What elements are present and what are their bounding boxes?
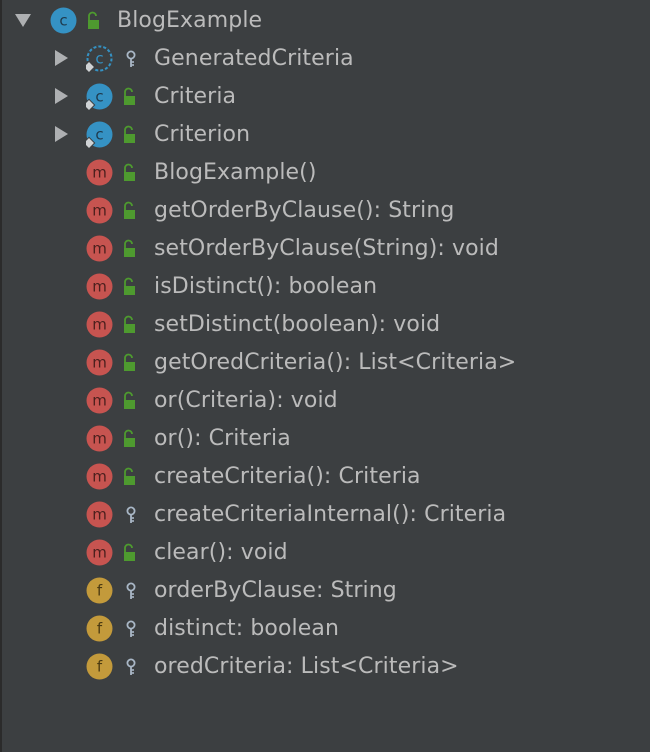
svg-text:c: c <box>59 12 67 30</box>
svg-text:m: m <box>92 278 107 296</box>
public-lock-icon <box>124 467 135 485</box>
static-class-icon: c <box>86 83 113 110</box>
public-lock-icon <box>124 239 135 257</box>
svg-text:m: m <box>92 354 107 372</box>
public-lock-icon <box>124 201 135 219</box>
method-icon: m <box>86 349 113 376</box>
tree-item-label: or(): Criteria <box>154 426 291 451</box>
svg-text:m: m <box>92 468 107 486</box>
private-key-icon <box>126 50 136 67</box>
field-icon: f <box>86 615 113 642</box>
method-icon: m <box>86 501 113 528</box>
public-lock-icon <box>88 11 99 29</box>
svg-text:m: m <box>92 544 107 562</box>
tree-item-row[interactable]: m getOredCriteria(): List<Criteria> <box>0 344 650 382</box>
tree-item-row[interactable]: m setOrderByClause(String): void <box>0 230 650 268</box>
tree-item-label: Criterion <box>154 122 251 147</box>
svg-text:f: f <box>97 658 103 676</box>
tree-item-row[interactable]: f distinct: boolean <box>0 610 650 648</box>
tree-item-label: clear(): void <box>154 540 288 565</box>
chevron-right-icon[interactable] <box>52 87 70 105</box>
svg-text:m: m <box>92 392 107 410</box>
private-key-icon <box>126 506 136 523</box>
field-icon: f <box>86 653 113 680</box>
tree-item-label: getOredCriteria(): List<Criteria> <box>154 350 517 375</box>
svg-text:f: f <box>97 620 103 638</box>
svg-text:m: m <box>92 506 107 524</box>
field-icon: f <box>86 577 113 604</box>
tree-item-row[interactable]: m or(): Criteria <box>0 420 650 458</box>
tree-item-label: setDistinct(boolean): void <box>154 312 441 337</box>
tree-root-row[interactable]: c BlogExample <box>0 2 650 40</box>
tree-item-row[interactable]: c Criterion <box>0 116 650 154</box>
tree-item-label: or(Criteria): void <box>154 388 338 413</box>
tree-item-row[interactable]: f oredCriteria: List<Criteria> <box>0 648 650 686</box>
method-icon: m <box>86 273 113 300</box>
svg-text:c: c <box>95 88 103 106</box>
tree-item-label: Criteria <box>154 84 237 109</box>
public-lock-icon <box>124 315 135 333</box>
public-lock-icon <box>124 87 135 105</box>
tree-item-row[interactable]: cc GeneratedCriteria <box>0 40 650 78</box>
tree-item-row[interactable]: m or(Criteria): void <box>0 382 650 420</box>
svg-text:f: f <box>97 582 103 600</box>
chevron-right-icon[interactable] <box>52 125 70 143</box>
tree-item-row[interactable]: m isDistinct(): boolean <box>0 268 650 306</box>
method-icon: m <box>86 197 113 224</box>
tree-item-label: BlogExample() <box>154 160 317 185</box>
tree-item-row[interactable]: m createCriteriaInternal(): Criteria <box>0 496 650 534</box>
tree-item-row[interactable]: m setDistinct(boolean): void <box>0 306 650 344</box>
method-icon: m <box>86 387 113 414</box>
svg-text:m: m <box>92 240 107 258</box>
tree-root-label: BlogExample <box>117 8 263 33</box>
tree-item-row[interactable]: m BlogExample() <box>0 154 650 192</box>
tree-item-label: oredCriteria: List<Criteria> <box>154 654 459 679</box>
private-key-icon <box>126 620 136 637</box>
method-icon: m <box>86 235 113 262</box>
public-lock-icon <box>124 353 135 371</box>
public-lock-icon <box>124 543 135 561</box>
svg-text:c: c <box>95 50 103 68</box>
public-lock-icon <box>124 277 135 295</box>
tree-item-label: setOrderByClause(String): void <box>154 236 499 261</box>
svg-text:m: m <box>92 430 107 448</box>
public-lock-icon <box>124 429 135 447</box>
tree-item-row[interactable]: m createCriteria(): Criteria <box>0 458 650 496</box>
method-icon: m <box>86 311 113 338</box>
chevron-right-icon[interactable] <box>52 49 70 67</box>
public-lock-icon <box>124 163 135 181</box>
public-lock-icon <box>124 391 135 409</box>
method-icon: m <box>86 463 113 490</box>
tree-item-label: getOrderByClause(): String <box>154 198 455 223</box>
tree-item-row[interactable]: m clear(): void <box>0 534 650 572</box>
svg-text:m: m <box>92 202 107 220</box>
class-icon: c <box>50 7 77 34</box>
private-key-icon <box>126 582 136 599</box>
tree-item-label: createCriteria(): Criteria <box>154 464 421 489</box>
tree-item-label: GeneratedCriteria <box>154 46 354 71</box>
method-icon: m <box>86 425 113 452</box>
tree-item-label: orderByClause: String <box>154 578 397 603</box>
tree-item-row[interactable]: c Criteria <box>0 78 650 116</box>
chevron-down-icon[interactable] <box>14 11 32 29</box>
svg-text:m: m <box>92 164 107 182</box>
method-icon: m <box>86 159 113 186</box>
private-key-icon <box>126 658 136 675</box>
tree-item-row[interactable]: f orderByClause: String <box>0 572 650 610</box>
tree-item-label: isDistinct(): boolean <box>154 274 378 299</box>
abstract-class-icon: cc <box>86 45 113 72</box>
svg-text:m: m <box>92 316 107 334</box>
tree-item-label: createCriteriaInternal(): Criteria <box>154 502 507 527</box>
public-lock-icon <box>124 125 135 143</box>
svg-text:c: c <box>95 126 103 144</box>
tree-item-row[interactable]: m getOrderByClause(): String <box>0 192 650 230</box>
tree-item-label: distinct: boolean <box>154 616 340 641</box>
static-class-icon: c <box>86 121 113 148</box>
panel-border <box>0 0 2 752</box>
method-icon: m <box>86 539 113 566</box>
